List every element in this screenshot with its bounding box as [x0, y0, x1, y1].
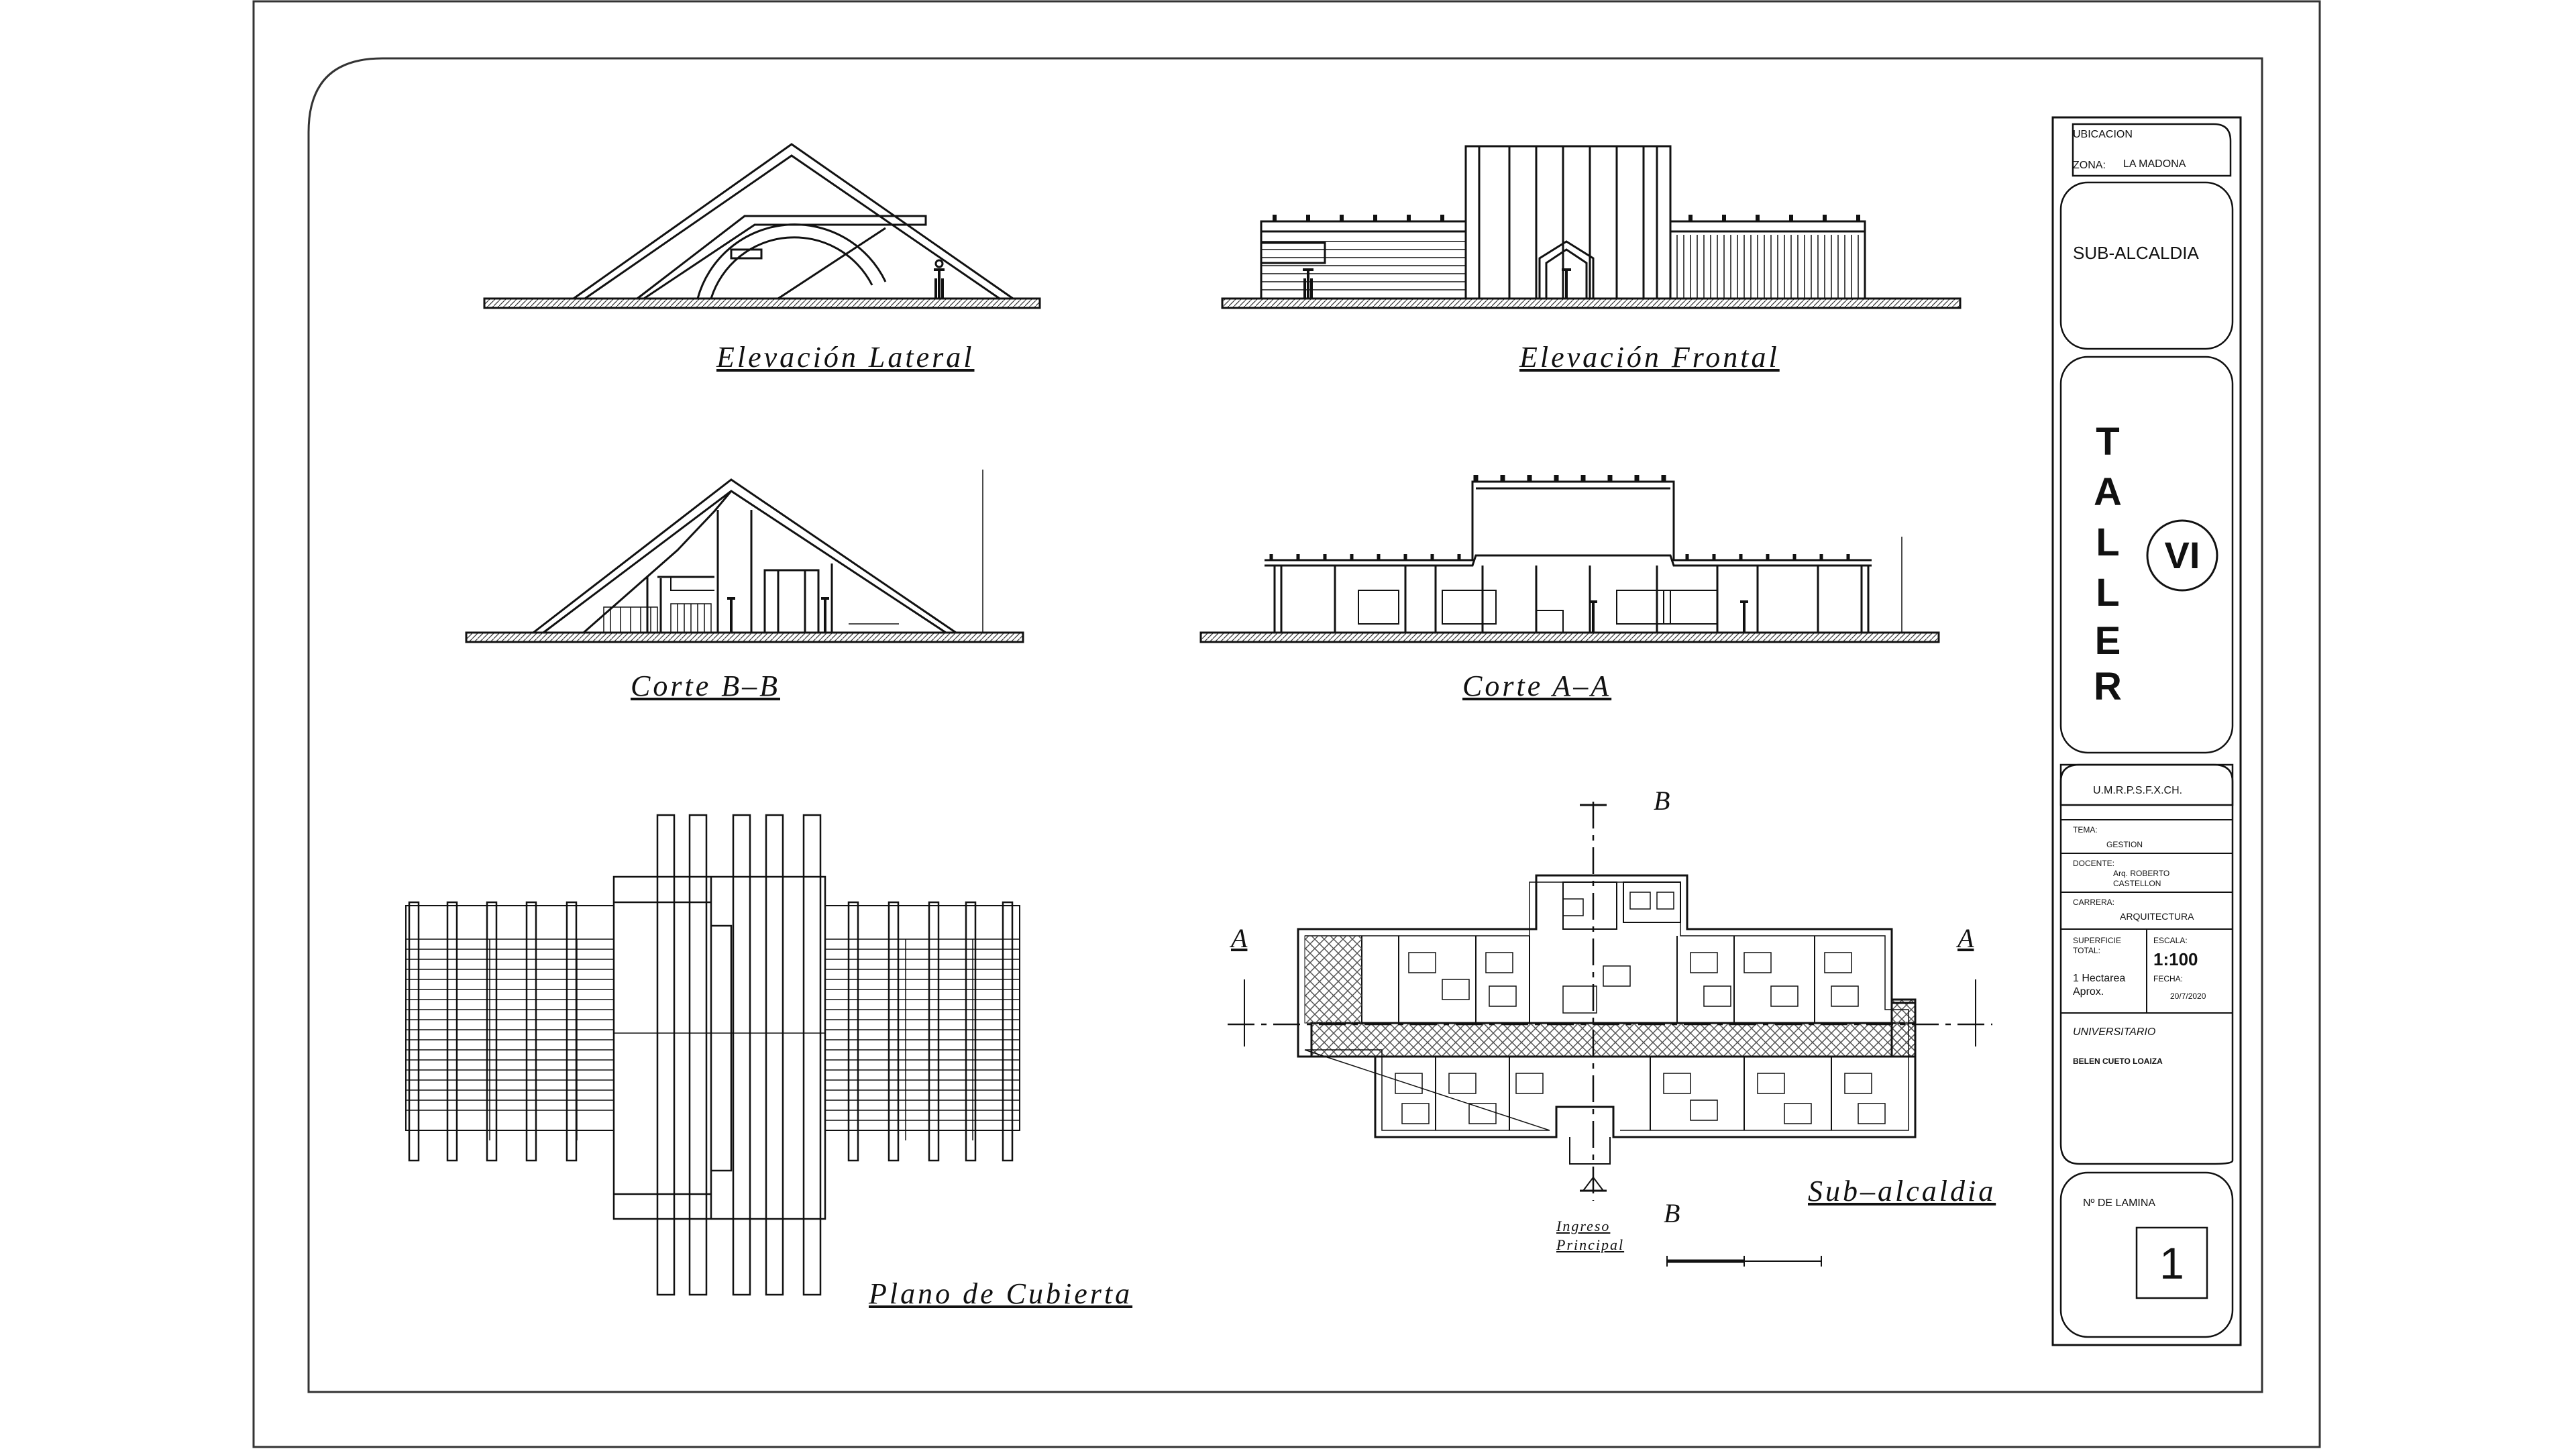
- zona-value: LA MADONA: [2123, 158, 2186, 170]
- plano-cubierta-drawing: [405, 814, 1020, 1296]
- docente-label: DOCENTE:: [2073, 859, 2115, 868]
- universitario-label: UNIVERSITARIO: [2073, 1026, 2156, 1038]
- ingreso-principal-label-1: Ingreso: [1556, 1218, 1611, 1234]
- lamina-label: Nº DE LAMINA: [2083, 1197, 2156, 1209]
- docente-value-2: CASTELLON: [2113, 879, 2161, 888]
- docente-value-1: Arq. ROBERTO: [2113, 869, 2170, 878]
- escala-label: ESCALA:: [2153, 936, 2188, 945]
- zona-label: ZONA:: [2073, 160, 2106, 171]
- fecha-label: FECHA:: [2153, 974, 2184, 983]
- superficie-value-1: 1 Hectarea: [2073, 973, 2126, 984]
- universitario-value: BELEN CUETO LOAIZA: [2073, 1057, 2163, 1066]
- taller-letter-e: E: [2094, 619, 2121, 663]
- carrera-label: CARRERA:: [2073, 898, 2115, 907]
- escala-value: 1:100: [2153, 949, 2198, 969]
- elevacion-lateral-title: Elevación Lateral: [716, 341, 975, 374]
- section-a-right-marker: A: [1957, 923, 1974, 953]
- carrera-value: ARQUITECTURA: [2120, 911, 2194, 922]
- superficie-label-1: SUPERFICIE: [2073, 936, 2122, 945]
- section-b-top-marker: B: [1654, 786, 1670, 816]
- corte-aa-title: Corte A–A: [1462, 669, 1612, 702]
- superficie-value-2: Aprox.: [2073, 986, 2104, 998]
- inner-frame: [307, 57, 2263, 1393]
- superficie-label-2: TOTAL:: [2073, 946, 2100, 955]
- sub-alcaldia-plan-drawing: [1228, 802, 1992, 1267]
- ubicacion-label: UBICACION: [2073, 129, 2133, 140]
- taller-letter-r: R: [2094, 665, 2122, 708]
- lamina-number: 1: [2159, 1238, 2184, 1288]
- university-name: U.M.R.P.S.F.X.CH.: [2093, 785, 2183, 796]
- elevacion-frontal-drawing: [1221, 145, 1962, 309]
- ingreso-principal-label-2: Principal: [1556, 1236, 1625, 1253]
- taller-letter-t: T: [2096, 420, 2120, 464]
- section-a-left-marker: A: [1231, 923, 1248, 953]
- tema-value: GESTION: [2106, 840, 2143, 849]
- title-block-frame: [2051, 116, 2242, 1346]
- tema-label: TEMA:: [2073, 825, 2098, 835]
- corte-aa-drawing: [1199, 475, 1940, 643]
- section-b-bottom-marker: B: [1664, 1198, 1680, 1228]
- sub-alcaldia-title: Sub–alcaldia: [1808, 1175, 1996, 1208]
- outer-frame: [252, 0, 2321, 1448]
- taller-letter-a: A: [2094, 470, 2122, 514]
- taller-letter-l1: L: [2096, 521, 2120, 564]
- corte-bb-title: Corte B–B: [631, 669, 780, 702]
- fecha-value: 20/7/2020: [2170, 991, 2206, 1001]
- elevacion-lateral-drawing: [483, 143, 1041, 309]
- corte-bb-drawing: [465, 470, 1024, 643]
- taller-number: VI: [2164, 534, 2200, 576]
- project-name: SUB-ALCALDIA: [2073, 243, 2199, 263]
- plano-cubierta-title: Plano de Cubierta: [869, 1277, 1133, 1310]
- taller-letter-l2: L: [2096, 571, 2120, 614]
- elevacion-frontal-title: Elevación Frontal: [1519, 341, 1780, 374]
